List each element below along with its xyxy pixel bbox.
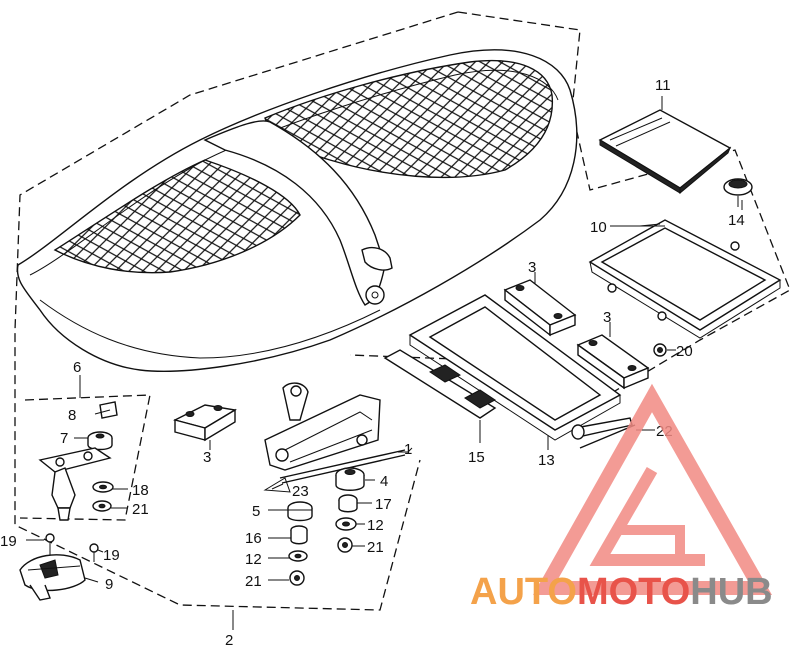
part-3-cushion-a	[503, 272, 577, 337]
callout-18: 18	[132, 482, 149, 499]
watermark-logo	[533, 383, 773, 595]
callout-16: 16	[245, 530, 262, 547]
callout-labels: 1 2 3 3 3 4 5 6 7 8 9 10 11 12 12 13 14 …	[0, 77, 745, 649]
part-23-clip	[263, 477, 291, 493]
callout-11: 11	[655, 77, 671, 94]
callout-1: 1	[404, 441, 412, 458]
callout-10: 10	[590, 219, 607, 236]
callout-13: 13	[538, 452, 555, 469]
callout-19a: 19	[0, 533, 17, 550]
callout-8: 8	[68, 407, 76, 424]
part-3-cushion-c	[173, 404, 237, 450]
callout-15: 15	[468, 449, 485, 466]
damper-stack-right	[335, 467, 365, 553]
damper-stack-left	[287, 501, 313, 586]
part-3-cushion-b	[576, 322, 650, 390]
part-15-strap	[383, 349, 497, 443]
callout-19b: 19	[103, 547, 120, 564]
callout-6: 6	[73, 359, 81, 376]
part-10-tray	[588, 219, 782, 339]
part-14-grommet	[723, 178, 753, 207]
callout-21c: 21	[245, 573, 262, 590]
callout-12a: 12	[367, 517, 384, 534]
seat-lock-assembly	[19, 375, 151, 521]
callout-14: 14	[728, 212, 745, 229]
seat-bracket	[264, 382, 381, 471]
callout-20: 20	[676, 343, 693, 360]
callout-3b: 3	[603, 309, 611, 326]
callout-23: 23	[292, 483, 309, 500]
seat	[16, 49, 578, 372]
callout-5: 5	[252, 503, 260, 520]
callout-4: 4	[380, 473, 388, 490]
part-11-pad	[598, 96, 732, 195]
callout-9: 9	[105, 576, 113, 593]
part-13-frame	[408, 294, 622, 450]
callout-17: 17	[375, 496, 392, 513]
callout-12b: 12	[245, 551, 262, 568]
leader-lines	[26, 200, 743, 630]
part-19-screws	[45, 533, 99, 562]
part-9-lock-base	[19, 554, 86, 601]
watermark-hub: HUB	[690, 571, 772, 613]
part-20-nut	[653, 343, 676, 357]
watermark-text: AUTOMOTOHUB	[470, 571, 773, 613]
watermark-moto: MOTO	[577, 571, 690, 613]
callout-21a: 21	[132, 501, 149, 518]
callout-2: 2	[225, 632, 233, 649]
watermark-auto: AUTO	[470, 571, 577, 613]
callout-3a: 3	[528, 259, 536, 276]
callout-3c: 3	[203, 449, 211, 466]
callout-21b: 21	[367, 539, 384, 556]
callout-7: 7	[60, 430, 68, 447]
